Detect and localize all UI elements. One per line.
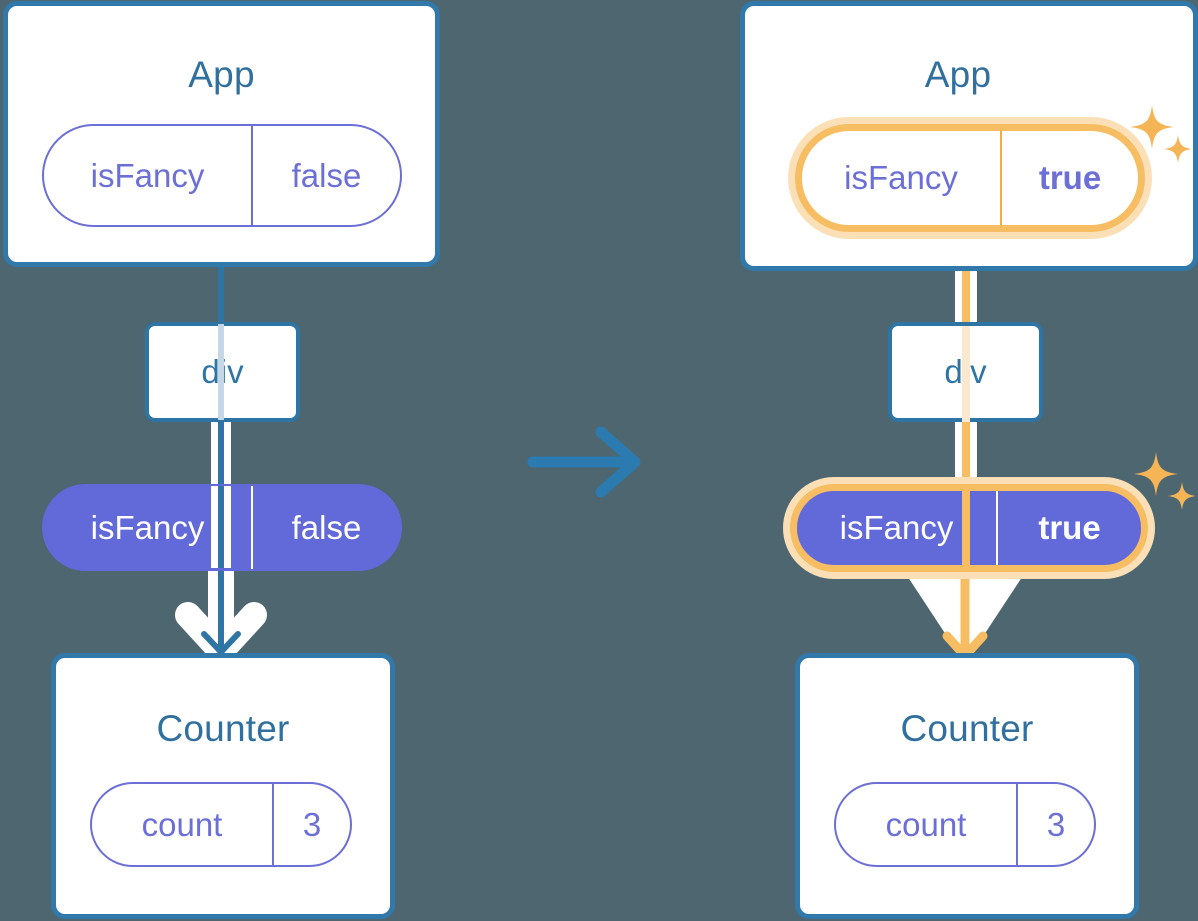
pill-app-isfancy-after-value: true (1000, 131, 1138, 225)
pill-app-isfancy-after[interactable]: isFancy true (795, 124, 1145, 232)
pill-counter-count-after-value: 3 (1016, 784, 1094, 865)
sparkle-icon-prop (1134, 452, 1196, 510)
pill-app-isfancy-before-value: false (251, 126, 400, 225)
connector-inside-pill-right (962, 486, 970, 570)
card-app-before-title: App (188, 54, 255, 95)
pill-counter-count-before: count 3 (90, 782, 352, 867)
arrow-pill-to-counter-left (175, 547, 267, 664)
card-counter-before: Counter (51, 653, 395, 919)
pill-app-isfancy-before: isFancy false (42, 124, 402, 227)
pill-counter-count-after: count 3 (834, 782, 1096, 867)
card-counter-before-title: Counter (156, 708, 290, 749)
transition-arrow-icon (527, 426, 641, 498)
arrow-pill-to-counter-right (906, 555, 1024, 661)
sparkle-icon-app (1130, 105, 1192, 163)
connector-div-to-pill-right (962, 420, 970, 492)
connector-inside-div-right (962, 326, 970, 422)
card-counter-after-title: Counter (900, 708, 1034, 749)
connector-inside-div-left (218, 324, 224, 420)
pill-counter-count-before-value: 3 (272, 784, 350, 865)
connector-app-to-div-left (218, 262, 224, 324)
pill-prop-isfancy-after-name: isFancy (839, 509, 954, 546)
pill-counter-count-after-name: count (885, 805, 967, 843)
card-app-after-title: App (924, 54, 992, 95)
pill-counter-count-before-name: count (141, 805, 223, 843)
connector-app-to-div-right (962, 228, 970, 326)
connector-inside-pill-line-left (218, 486, 224, 568)
connector-div-to-pill-left (218, 418, 224, 490)
pill-app-isfancy-after-name: isFancy (844, 159, 958, 196)
pill-prop-isfancy-before-value: false (251, 486, 400, 569)
pill-app-isfancy-before-name: isFancy (90, 156, 205, 194)
pill-prop-isfancy-after-value: true (996, 491, 1141, 565)
pill-prop-isfancy-before-name: isFancy (90, 508, 205, 546)
